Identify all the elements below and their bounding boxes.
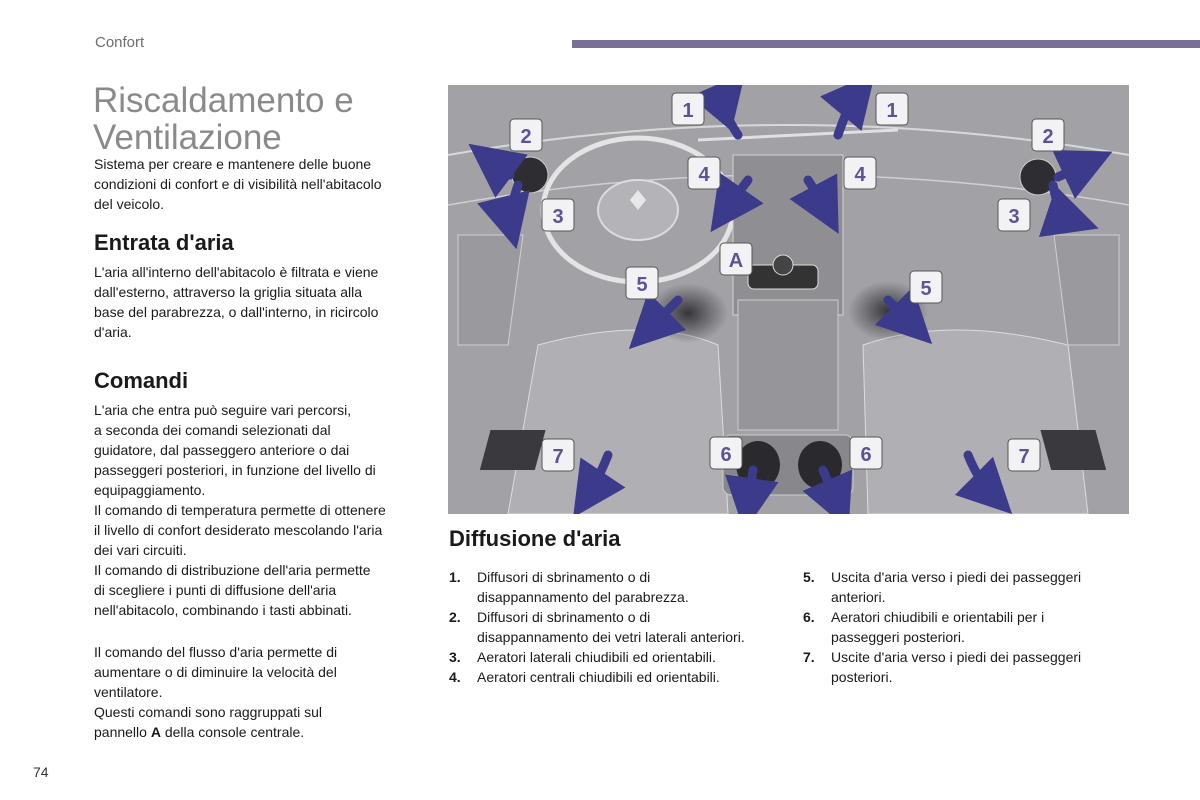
text-line: Il comando del flusso d'aria permette di (94, 642, 422, 662)
callout-2-left: 2 (510, 119, 542, 151)
callout-3-left: 3 (542, 199, 574, 231)
text-line: guidatore, dal passeggero anteriore o da… (94, 440, 422, 460)
item-text: anteriori. (831, 587, 1133, 607)
callout-4-right: 4 (844, 157, 876, 189)
text-line: Il comando di temperatura permette di ot… (94, 500, 422, 520)
comandi-paragraph-2: Il comando del flusso d'aria permette di… (94, 642, 422, 742)
callout-label: 7 (552, 446, 563, 468)
text-line: condizioni di confort e di visibilità ne… (94, 176, 382, 192)
callout-7-left: 7 (542, 439, 574, 471)
text-line: pannello A della console centrale. (94, 722, 422, 742)
item-text: Diffusori di sbrinamento o di (477, 567, 794, 587)
callout-2-right: 2 (1032, 119, 1064, 151)
text-line: base del parabrezza, o dall'interno, in … (94, 302, 422, 322)
page-title: Riscaldamento e Ventilazione (93, 82, 354, 156)
item-text: Uscita d'aria verso i piedi dei passegge… (831, 567, 1133, 587)
page-number: 74 (33, 764, 49, 780)
item-number: 7. (803, 647, 815, 667)
text-line: Questi comandi sono raggruppati sul (94, 702, 422, 722)
callout-A: A (720, 243, 752, 275)
item-number: 5. (803, 567, 815, 587)
list-item: 5. Uscita d'aria verso i piedi dei passe… (803, 567, 1133, 607)
callout-1-right: 1 (876, 93, 908, 125)
title-line: Riscaldamento e (93, 81, 354, 120)
item-text: passeggeri posteriori. (831, 627, 1133, 647)
callout-label: 5 (920, 278, 931, 300)
list-item: 7. Uscite d'aria verso i piedi dei passe… (803, 647, 1133, 687)
list-item: 1. Diffusori di sbrinamento o di disappa… (449, 567, 794, 607)
callout-label: 6 (720, 444, 731, 466)
callout-label: 4 (698, 164, 710, 186)
callout-6-left: 6 (710, 437, 742, 469)
callout-label: 3 (552, 206, 563, 228)
item-text: disappannamento dei vetri laterali anter… (477, 627, 794, 647)
item-text: disappannamento del parabrezza. (477, 587, 794, 607)
car-interior-drawing: 1 1 2 2 3 3 4 (448, 85, 1129, 514)
callout-label: A (729, 250, 743, 272)
title-line: Ventilazione (93, 118, 282, 157)
list-item: 3. Aeratori laterali chiudibili ed orien… (449, 647, 794, 667)
callout-label: 4 (854, 164, 866, 186)
diffusione-list-left: 1. Diffusori di sbrinamento o di disappa… (449, 567, 794, 687)
callout-6-right: 6 (850, 437, 882, 469)
callout-label: 7 (1018, 446, 1029, 468)
text-line: dall'esterno, attraverso la griglia situ… (94, 282, 422, 302)
text-line: del veicolo. (94, 196, 164, 212)
text-line: passeggeri posteriori, in funzione del l… (94, 460, 422, 480)
intro-paragraph: Sistema per creare e mantenere delle buo… (94, 154, 424, 214)
text-line: dei vari circuiti. (94, 540, 422, 560)
callout-label: 1 (682, 100, 693, 122)
item-text: posteriori. (831, 667, 1133, 687)
callout-label: 6 (860, 444, 871, 466)
callout-4-left: 4 (688, 157, 720, 189)
diffusione-list-right: 5. Uscita d'aria verso i piedi dei passe… (803, 567, 1133, 687)
list-item: 2. Diffusori di sbrinamento o di disappa… (449, 607, 794, 647)
item-text: Uscite d'aria verso i piedi dei passegge… (831, 647, 1133, 667)
callout-label: 1 (886, 100, 897, 122)
text-line: di scegliere i punti di diffusione dell'… (94, 580, 422, 600)
list-item: 4. Aeratori centrali chiudibili ed orien… (449, 667, 794, 687)
heading-diffusione: Diffusione d'aria (449, 526, 620, 552)
text-line: a seconda dei comandi selezionati dal (94, 420, 422, 440)
text-line: il livello di confort desiderato mescola… (94, 520, 422, 540)
comandi-paragraph: L'aria che entra può seguire vari percor… (94, 400, 422, 620)
text-line: nell'abitacolo, combinando i tasti abbin… (94, 600, 422, 620)
callout-label: 2 (520, 126, 531, 148)
item-number: 3. (449, 647, 461, 667)
text-line: aumentare o di diminuire la velocità del (94, 662, 422, 682)
text-line: ventilatore. (94, 682, 422, 702)
item-text: Aeratori laterali chiudibili ed orientab… (477, 647, 794, 667)
text-line: equipaggiamento. (94, 480, 422, 500)
callout-label: 5 (636, 274, 647, 296)
heading-entrata: Entrata d'aria (94, 230, 234, 256)
header-rule (572, 40, 1200, 48)
item-text: Aeratori chiudibili e orientabili per i (831, 607, 1133, 627)
text-fragment: della console centrale. (161, 724, 304, 740)
air-distribution-illustration: 1 1 2 2 3 3 4 (448, 85, 1129, 514)
text-line: Sistema per creare e mantenere delle buo… (94, 156, 371, 172)
callout-1-left: 1 (672, 93, 704, 125)
item-number: 6. (803, 607, 815, 627)
item-text: Aeratori centrali chiudibili ed orientab… (477, 667, 794, 687)
section-label: Confort (95, 34, 144, 51)
callout-3-right: 3 (998, 199, 1030, 231)
callout-label: 3 (1008, 206, 1019, 228)
text-line: L'aria all'interno dell'abitacolo è filt… (94, 262, 422, 282)
callout-5-left: 5 (626, 267, 658, 299)
text-line: d'aria. (94, 322, 422, 342)
panel-letter: A (151, 724, 161, 740)
list-item: 6. Aeratori chiudibili e orientabili per… (803, 607, 1133, 647)
callout-7-right: 7 (1008, 439, 1040, 471)
heading-comandi: Comandi (94, 368, 188, 394)
text-line: Il comando di distribuzione dell'aria pe… (94, 560, 422, 580)
item-text: Diffusori di sbrinamento o di (477, 607, 794, 627)
text-line: L'aria che entra può seguire vari percor… (94, 400, 422, 420)
item-number: 1. (449, 567, 461, 587)
item-number: 2. (449, 607, 461, 627)
item-number: 4. (449, 667, 461, 687)
callout-label: 2 (1042, 126, 1053, 148)
text-fragment: pannello (94, 724, 151, 740)
entrata-paragraph: L'aria all'interno dell'abitacolo è filt… (94, 262, 422, 342)
callout-5-right: 5 (910, 271, 942, 303)
